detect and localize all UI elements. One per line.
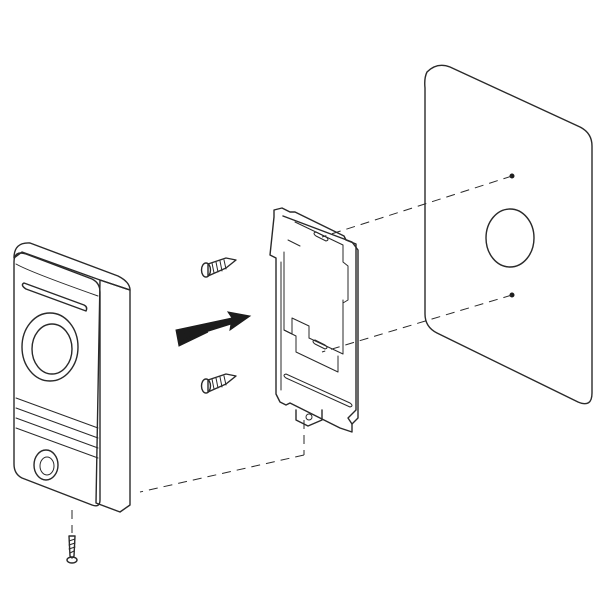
door-station-unit [13,242,131,513]
camera-bezel [21,312,79,382]
camera-lens [31,323,73,375]
mounting-bracket [269,207,359,433]
bracket-bottom-hole [305,413,313,421]
wall-plate [424,64,593,405]
grille-line [15,427,99,459]
direction-arrow [175,311,252,347]
grille-line [15,417,99,449]
call-button-inner [39,456,55,476]
bottom-fixing-screw [66,535,78,564]
speaker-slot [21,282,88,312]
grille-line [15,397,99,429]
alignment-line-unit [139,454,305,493]
alignment-line-top [321,175,513,238]
call-button [33,449,59,481]
alignment-line-bottom [321,294,513,353]
alignment-lines [71,175,513,533]
wall-screw-bottom [200,373,237,394]
grille-line [15,407,99,439]
wall-cable-hole [485,208,535,268]
wall-screw-top [200,257,237,278]
